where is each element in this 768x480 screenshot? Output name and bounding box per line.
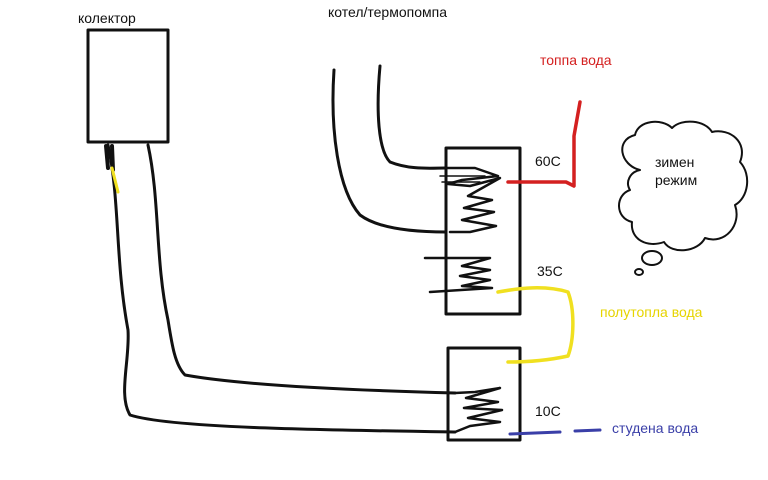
thought-bubble-large [641,250,663,266]
upper-coil-detail [439,175,486,183]
boiler-pipe-right [376,64,448,170]
middle-coil [423,256,494,294]
lower-coil [453,386,504,434]
cold-water-label: студена вода [612,420,699,436]
upper-tank [444,146,522,316]
collector-pipe-outer [106,143,457,434]
thought-bubble-small [634,268,644,276]
temp-mid-label: 35С [537,263,563,279]
cold-water-pipe [508,428,602,436]
thought-text: зимен режим [655,153,715,189]
thought-line-1: зимен [655,154,695,170]
temp-bottom-label: 10С [535,403,561,419]
hot-water-pipe [506,100,582,188]
upper-coil [444,166,502,234]
thought-line-2: режим [655,172,698,188]
collector-box [86,28,170,144]
boiler-label: котел/термопомпа [328,4,447,20]
thought-cloud [618,120,749,252]
lower-tank [446,346,522,442]
warm-water-pipe [496,286,575,364]
boiler-pipe-left [331,68,448,234]
collector-connector [104,144,115,172]
hot-water-label: топпа вода [540,52,612,68]
warm-water-label: полутопла вода [600,304,703,320]
collector-yellow-mark [110,166,120,194]
collector-label: колектор [78,10,136,26]
temp-top-label: 60С [535,153,561,169]
collector-pipe-inner [146,143,457,395]
